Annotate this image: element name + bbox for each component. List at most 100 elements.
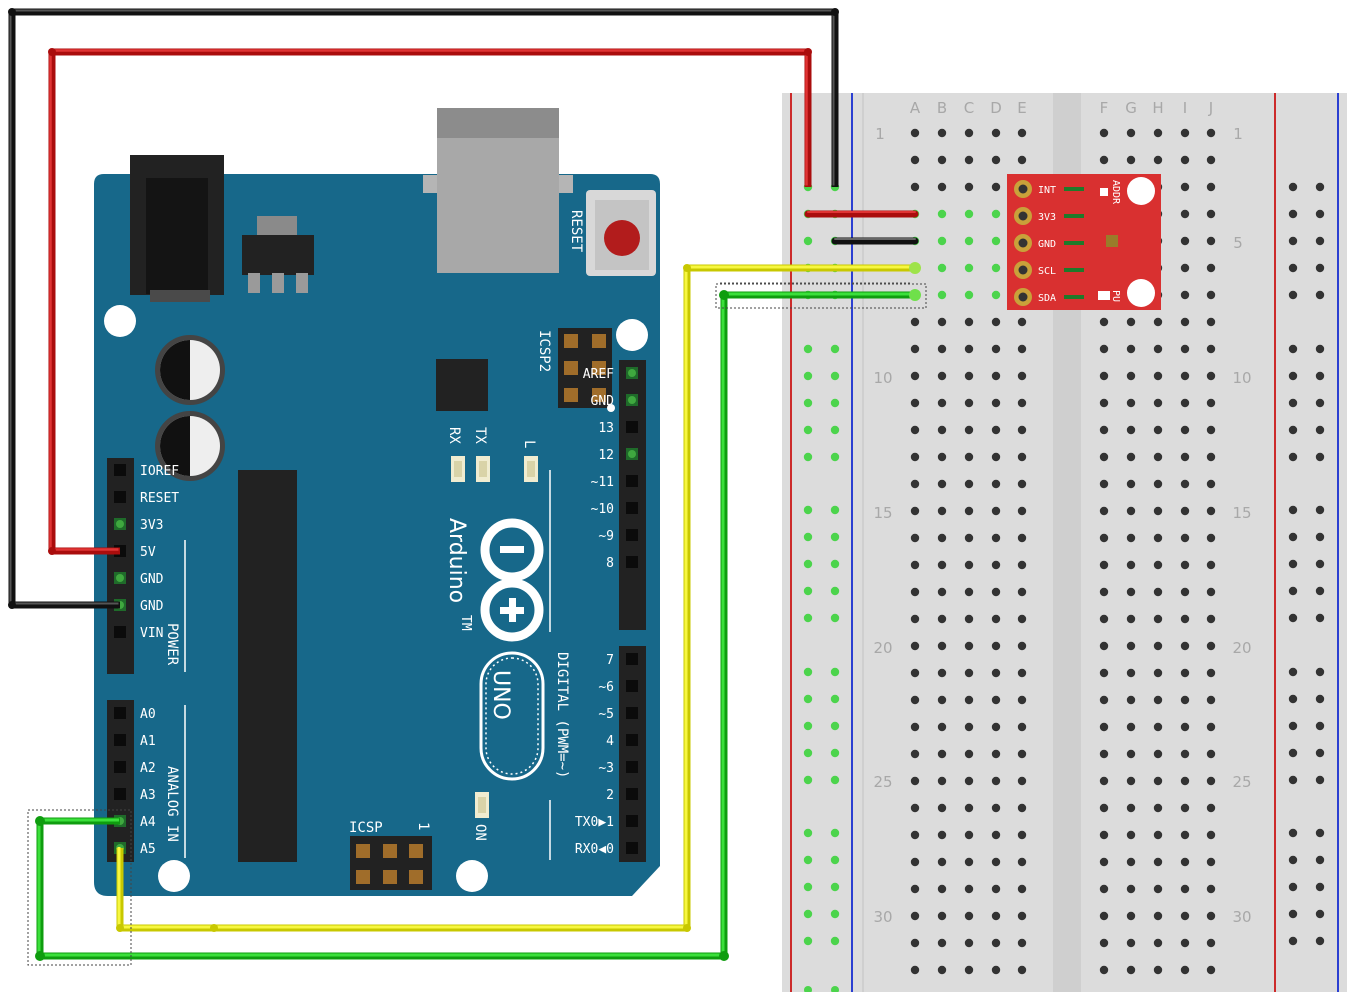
breadboard-hole [1180, 560, 1190, 570]
breadboard-hole [1099, 965, 1109, 975]
on-label: ON [472, 824, 488, 841]
l-led [524, 456, 538, 482]
breadboard-hole [1206, 560, 1216, 570]
module-pin-label: 3V3 [1038, 212, 1056, 223]
breadboard-hole [1126, 722, 1136, 732]
breadboard-hole [910, 506, 920, 516]
header-pin[interactable] [626, 556, 638, 568]
rail-hole [1288, 586, 1298, 596]
header-pin[interactable] [626, 502, 638, 514]
rail-hole [803, 371, 813, 381]
breadboard-hole [1206, 884, 1216, 894]
breadboard-hole [1180, 371, 1190, 381]
breadboard-hole [991, 533, 1001, 543]
breadboard-hole [1206, 452, 1216, 462]
breadboard-hole [937, 236, 947, 246]
breadboard-hole [910, 884, 920, 894]
breadboard-hole [937, 722, 947, 732]
rail-hole [830, 748, 840, 758]
rail-hole [803, 855, 813, 865]
header-pin[interactable] [114, 788, 126, 800]
breadboard-hole [1017, 533, 1027, 543]
rail-hole [803, 532, 813, 542]
header-pin[interactable] [626, 761, 638, 773]
header-pin[interactable] [626, 842, 638, 854]
rail-hole [830, 694, 840, 704]
addr-jumper-pad [1100, 188, 1108, 196]
breadboard-hole [1180, 209, 1190, 219]
column-letter: D [990, 99, 1002, 117]
breadboard-hole [964, 884, 974, 894]
header-pin[interactable] [626, 707, 638, 719]
header-pin[interactable] [114, 464, 126, 476]
header-pin[interactable] [626, 734, 638, 746]
breadboard-hole [964, 560, 974, 570]
usb-connector [423, 108, 573, 273]
breadboard-hole [937, 155, 947, 165]
breadboard-hole [1017, 911, 1027, 921]
header-pin[interactable] [114, 626, 126, 638]
pin-label: 8 [606, 556, 614, 571]
breadboard-hole [1153, 128, 1163, 138]
rail-hole [1288, 613, 1298, 623]
rail-hole [1288, 828, 1298, 838]
breadboard-hole [910, 533, 920, 543]
mounting-hole [158, 860, 190, 892]
header-pin[interactable] [114, 707, 126, 719]
breadboard-hole [1180, 344, 1190, 354]
breadboard-hole [1180, 695, 1190, 705]
breadboard-hole [937, 371, 947, 381]
header-pin[interactable] [114, 761, 126, 773]
breadboard-hole [1099, 398, 1109, 408]
breadboard-hole [1017, 128, 1027, 138]
header-pin[interactable] [626, 653, 638, 665]
breadboard-hole [1153, 749, 1163, 759]
rail-hole [830, 855, 840, 865]
breadboard-hole [1099, 857, 1109, 867]
rail-hole [803, 748, 813, 758]
header-pin[interactable] [114, 734, 126, 746]
breadboard-hole [1017, 857, 1027, 867]
breadboard-hole [910, 695, 920, 705]
row-number: 30 [873, 908, 892, 926]
header-pin[interactable] [626, 815, 638, 827]
digital-label: DIGITAL (PWM=~) [554, 652, 570, 778]
breadboard-hole [1099, 533, 1109, 543]
row-numbers-right: 1 5 10 15 20 25 30 [1232, 125, 1251, 926]
rail-hole [1288, 748, 1298, 758]
header-pin[interactable] [626, 475, 638, 487]
breadboard-hole [1180, 479, 1190, 489]
capacitor [155, 335, 225, 405]
rail-hole [1288, 936, 1298, 946]
breadboard-hole [964, 803, 974, 813]
breadboard-hole [1153, 884, 1163, 894]
rail-hole [1288, 209, 1298, 219]
power-label: POWER [164, 623, 180, 666]
breadboard-hole [1099, 371, 1109, 381]
breadboard-hole [991, 641, 1001, 651]
breadboard-hole [964, 668, 974, 678]
pin-label: AREF [583, 367, 614, 382]
breadboard-hole [910, 668, 920, 678]
breadboard-hole [991, 128, 1001, 138]
header-pin[interactable] [114, 491, 126, 503]
breadboard-hole [1126, 911, 1136, 921]
pin-connected-indicator [628, 396, 636, 404]
breadboard-hole [1206, 587, 1216, 597]
header-pin[interactable] [626, 421, 638, 433]
rail-hole [1315, 855, 1325, 865]
breadboard-hole [1206, 398, 1216, 408]
module-pin-label: SCL [1038, 266, 1056, 277]
header-pin[interactable] [626, 788, 638, 800]
rail-hole [830, 936, 840, 946]
rail-hole [803, 236, 813, 246]
pin-label: ~11 [591, 475, 614, 490]
breadboard-hole [1153, 938, 1163, 948]
header-pin[interactable] [626, 529, 638, 541]
reset-button[interactable] [586, 190, 656, 276]
breadboard-hole [1206, 317, 1216, 327]
breadboard-hole [991, 695, 1001, 705]
rail-hole [803, 828, 813, 838]
breadboard-hole [937, 911, 947, 921]
header-pin[interactable] [626, 680, 638, 692]
